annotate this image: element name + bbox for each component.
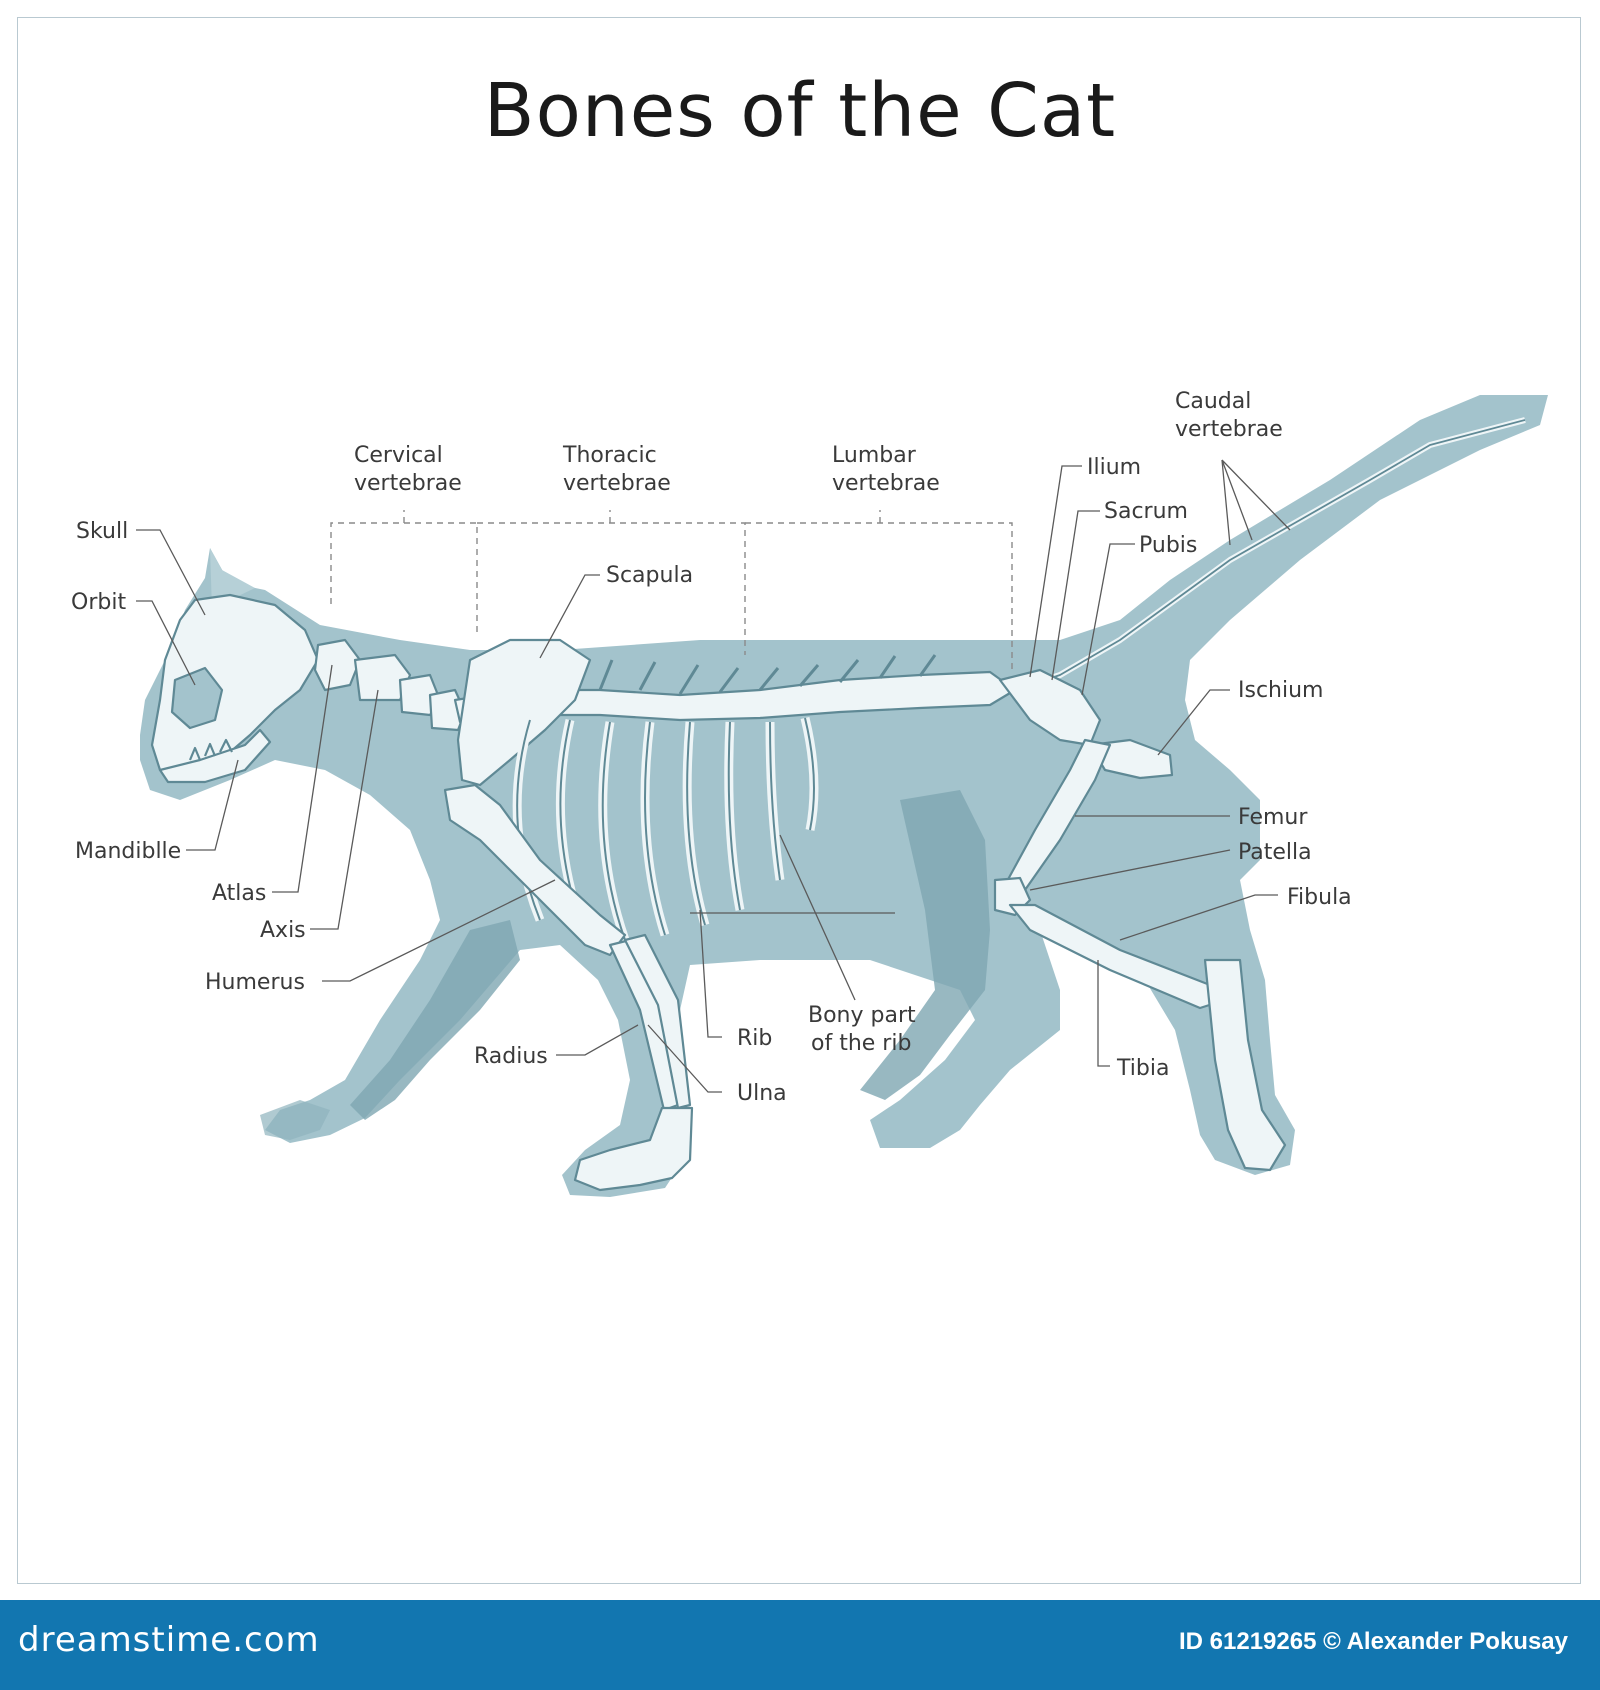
cat-skeleton	[150, 417, 1526, 1192]
label-atlas: Atlas	[212, 881, 266, 906]
label-ulna: Ulna	[737, 1081, 787, 1106]
cat-skeleton-diagram: Skull Orbit Mandiblle Atlas Axis Humerus…	[71, 389, 1548, 1197]
ischium-bone	[1088, 738, 1174, 780]
label-skull: Skull	[76, 519, 128, 544]
label-pubis: Pubis	[1139, 533, 1197, 558]
label-ischium: Ischium	[1238, 678, 1323, 703]
label-orbit: Orbit	[71, 590, 126, 615]
label-lumbar-line2: vertebrae	[832, 471, 940, 496]
label-rib: Rib	[737, 1026, 772, 1051]
scapula-bone	[456, 638, 592, 787]
label-sacrum: Sacrum	[1104, 499, 1188, 524]
label-fibula: Fibula	[1287, 885, 1352, 910]
label-bony-part-line1: Bony part	[808, 1003, 916, 1028]
label-cervical-line2: vertebrae	[354, 471, 462, 496]
label-axis: Axis	[260, 918, 306, 943]
page-title: Bones of the Cat	[483, 68, 1117, 154]
label-cervical-line1: Cervical	[354, 443, 443, 468]
spine-bones	[453, 670, 1017, 724]
label-thoracic-line1: Thoracic	[562, 443, 657, 468]
label-femur: Femur	[1238, 805, 1308, 830]
label-humerus: Humerus	[205, 970, 305, 995]
image-credit: ID 61219265 © Alexander Pokusay	[1178, 1628, 1568, 1655]
label-caudal-line2: vertebrae	[1175, 417, 1283, 442]
front-paw-bones	[573, 1106, 694, 1192]
ulna-bone	[623, 933, 692, 1110]
label-caudal-line1: Caudal	[1175, 389, 1251, 414]
skull-bone	[150, 593, 320, 777]
cat-silhouette	[140, 395, 1548, 1197]
label-ilium: Ilium	[1087, 455, 1141, 480]
brand-logo[interactable]: dreamstime.com	[18, 1620, 320, 1660]
label-bony-part-line2: of the rib	[811, 1031, 911, 1056]
back-paw-bones	[1203, 958, 1287, 1172]
label-lumbar-line1: Lumbar	[832, 443, 917, 468]
label-thoracic-line2: vertebrae	[563, 471, 671, 496]
label-mandible: Mandiblle	[75, 839, 181, 864]
atlas-bone	[313, 638, 362, 692]
ilium-bone	[998, 668, 1102, 747]
label-patella: Patella	[1238, 840, 1312, 865]
leader-lines	[136, 459, 1291, 1093]
vertebrae-brackets	[330, 510, 1013, 670]
label-radius: Radius	[474, 1044, 548, 1069]
label-scapula: Scapula	[606, 563, 693, 588]
orbit-bone	[170, 666, 224, 730]
label-tibia: Tibia	[1116, 1056, 1169, 1081]
footer-bar: dreamstime.com ID 61219265 © Alexander P…	[0, 1600, 1600, 1690]
bone-labels: Skull Orbit Mandiblle Atlas Axis Humerus…	[71, 389, 1352, 1106]
